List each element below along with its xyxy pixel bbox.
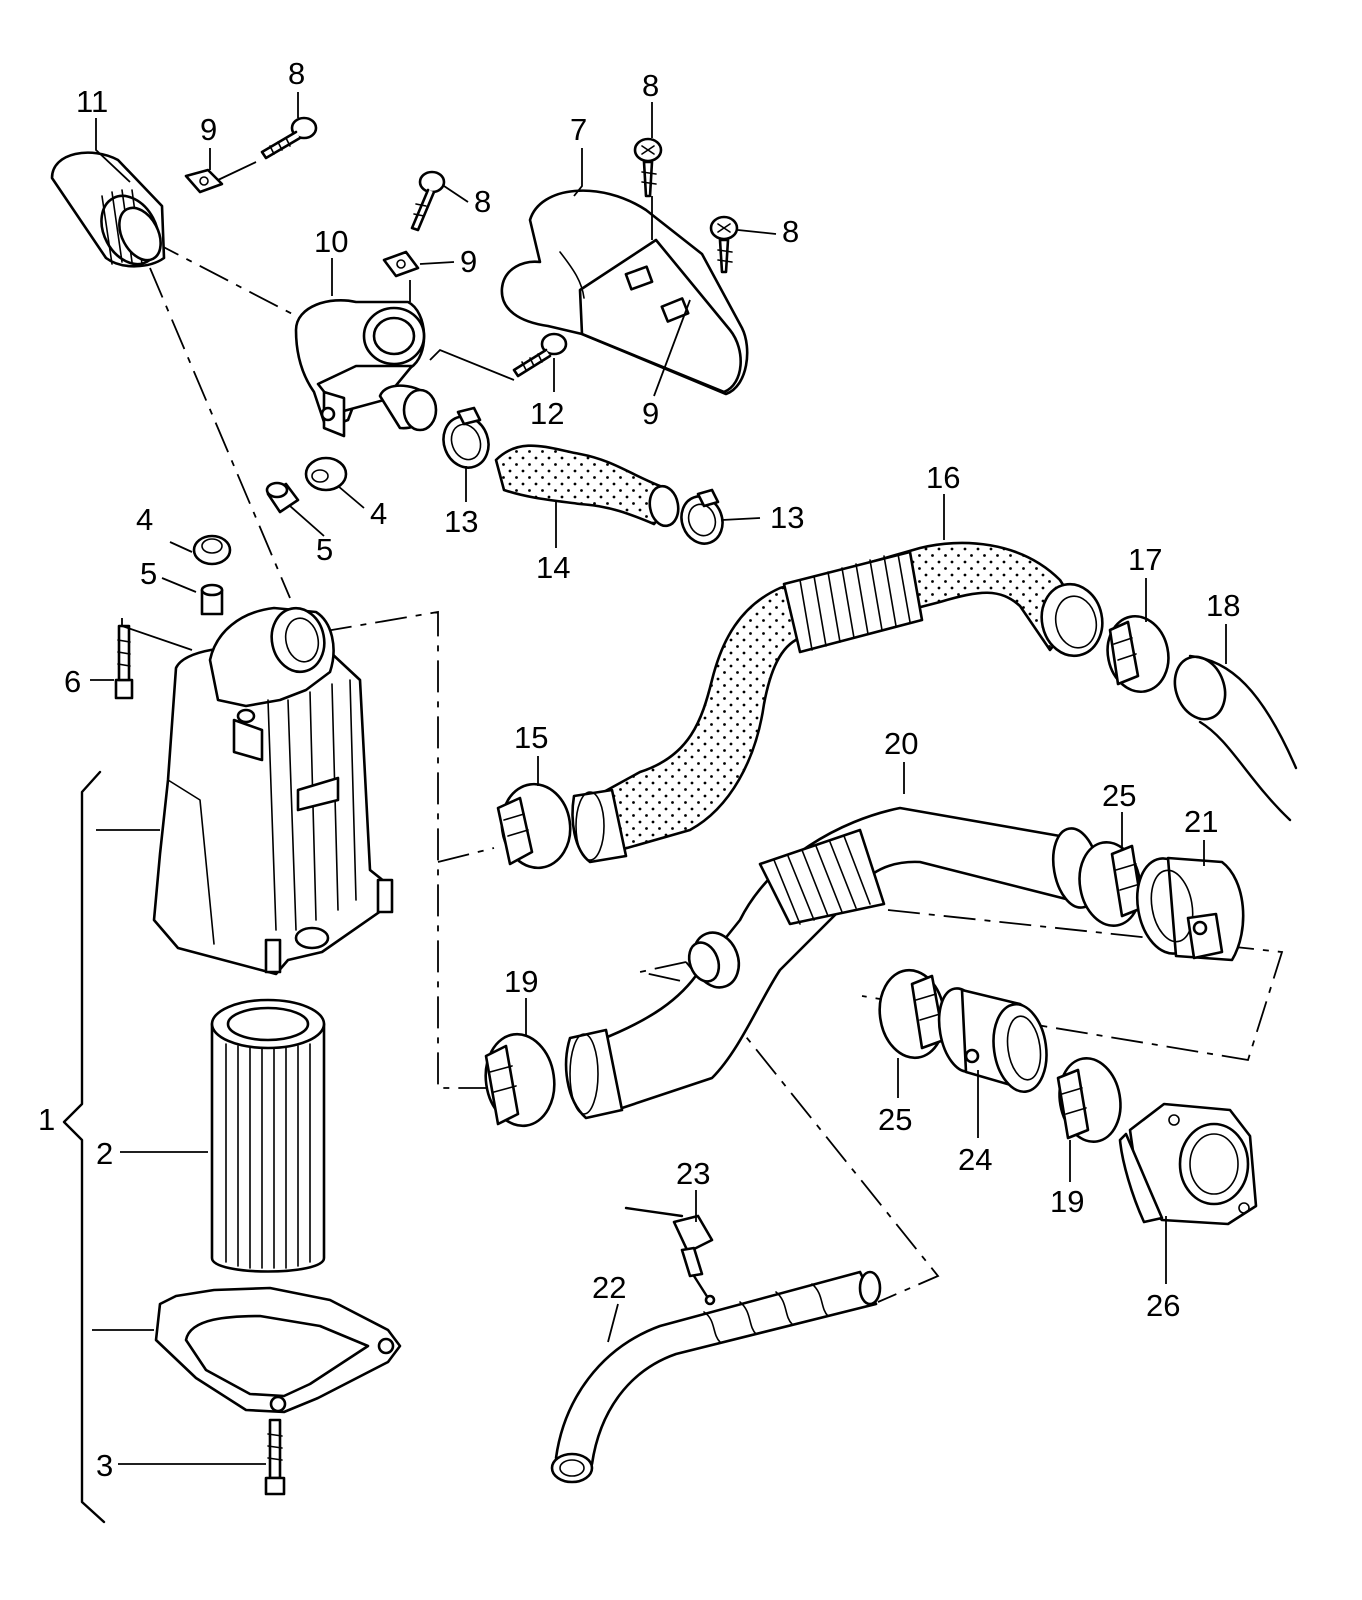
callout-labels: 1 2 3 4 4 5 5 6 7 8 8 8 8 9 9 9 10 11 12… [38, 56, 1240, 1483]
intake-hose-part-20 [564, 806, 1101, 1120]
air-duct-part-7 [500, 189, 749, 396]
filter-element-part-2 [210, 998, 326, 1273]
callout-8-b: 8 [474, 184, 491, 219]
callout-8-d: 8 [782, 214, 799, 249]
assembly-bracket [62, 770, 106, 1524]
clamp-part-25-lower [878, 968, 946, 1060]
callout-11: 11 [76, 84, 108, 119]
callout-17: 17 [1128, 542, 1162, 577]
callout-13-b: 13 [770, 500, 804, 535]
air-flow-meter-part-21 [1136, 856, 1245, 962]
breather-hose-part-22 [550, 1270, 882, 1484]
callout-25-lower: 25 [878, 1102, 912, 1137]
callout-19-right: 19 [1050, 1184, 1084, 1219]
callout-9-c: 9 [642, 396, 659, 431]
callout-15: 15 [514, 720, 548, 755]
callout-14: 14 [536, 550, 570, 585]
grommet-part-4-lower [192, 534, 232, 566]
callout-22: 22 [592, 1270, 626, 1305]
adapter-part-24 [937, 987, 1048, 1094]
callout-7: 7 [570, 112, 587, 147]
hose-clamp-part-13-a [442, 406, 490, 469]
callout-21: 21 [1184, 804, 1218, 839]
callout-8-a: 8 [288, 56, 305, 91]
hose-part-18 [1173, 654, 1298, 822]
screw-part-8-a [260, 116, 318, 160]
callout-2: 2 [96, 1136, 113, 1171]
callout-8-c: 8 [642, 68, 659, 103]
callout-12: 12 [530, 396, 564, 431]
filter-housing-lower-tray [154, 1286, 402, 1414]
callout-20: 20 [884, 726, 918, 761]
callout-24: 24 [958, 1142, 992, 1177]
callout-1: 1 [38, 1102, 55, 1137]
sensor-part-23 [624, 1206, 716, 1306]
clip-nut-part-9-a [184, 168, 224, 194]
callout-18: 18 [1206, 588, 1240, 623]
hose-clamp-part-13-b [680, 488, 724, 545]
sleeve-part-5-lower [200, 583, 224, 616]
screw-part-8-d [709, 215, 739, 274]
callout-5-upper: 5 [316, 532, 333, 567]
screw-part-12 [512, 332, 568, 378]
grommet-part-4-upper [304, 456, 348, 492]
callout-4-lower: 4 [136, 502, 153, 537]
callout-6: 6 [64, 664, 81, 699]
clamp-part-17 [1106, 615, 1170, 693]
assembly-dashed-lines [149, 239, 1284, 1303]
bolt-part-6 [114, 624, 134, 700]
filter-housing-upper [152, 606, 394, 976]
callout-5-lower: 5 [140, 556, 157, 591]
callout-16: 16 [926, 460, 960, 495]
hose-part-14 [494, 444, 680, 528]
callout-25-upper: 25 [1102, 778, 1136, 813]
sleeve-part-5-upper [265, 481, 300, 514]
clamp-part-15 [496, 782, 572, 870]
callout-4-upper: 4 [370, 496, 387, 531]
clip-nut-part-9-b [382, 250, 420, 278]
callout-3: 3 [96, 1448, 113, 1483]
clamp-part-25-upper [1078, 841, 1144, 927]
intake-hose-part-16 [571, 541, 1104, 864]
callout-26: 26 [1146, 1288, 1180, 1323]
callout-19-left: 19 [504, 964, 538, 999]
callout-13-a: 13 [444, 504, 478, 539]
leader-lines [90, 92, 1227, 1465]
callout-9-b: 9 [460, 244, 477, 279]
clamp-part-19-right [1056, 1057, 1122, 1143]
screw-part-8-b [410, 170, 446, 232]
bolt-part-3 [264, 1418, 286, 1496]
screw-part-8-c [633, 137, 663, 198]
callout-10: 10 [314, 224, 348, 259]
callout-9-a: 9 [200, 112, 217, 147]
intake-elbow-part-10 [294, 299, 438, 438]
callout-23: 23 [676, 1156, 710, 1191]
clamp-part-19-left [484, 1032, 556, 1128]
snorkel-part-11 [50, 151, 166, 268]
throttle-body-part-26 [1118, 1102, 1258, 1226]
